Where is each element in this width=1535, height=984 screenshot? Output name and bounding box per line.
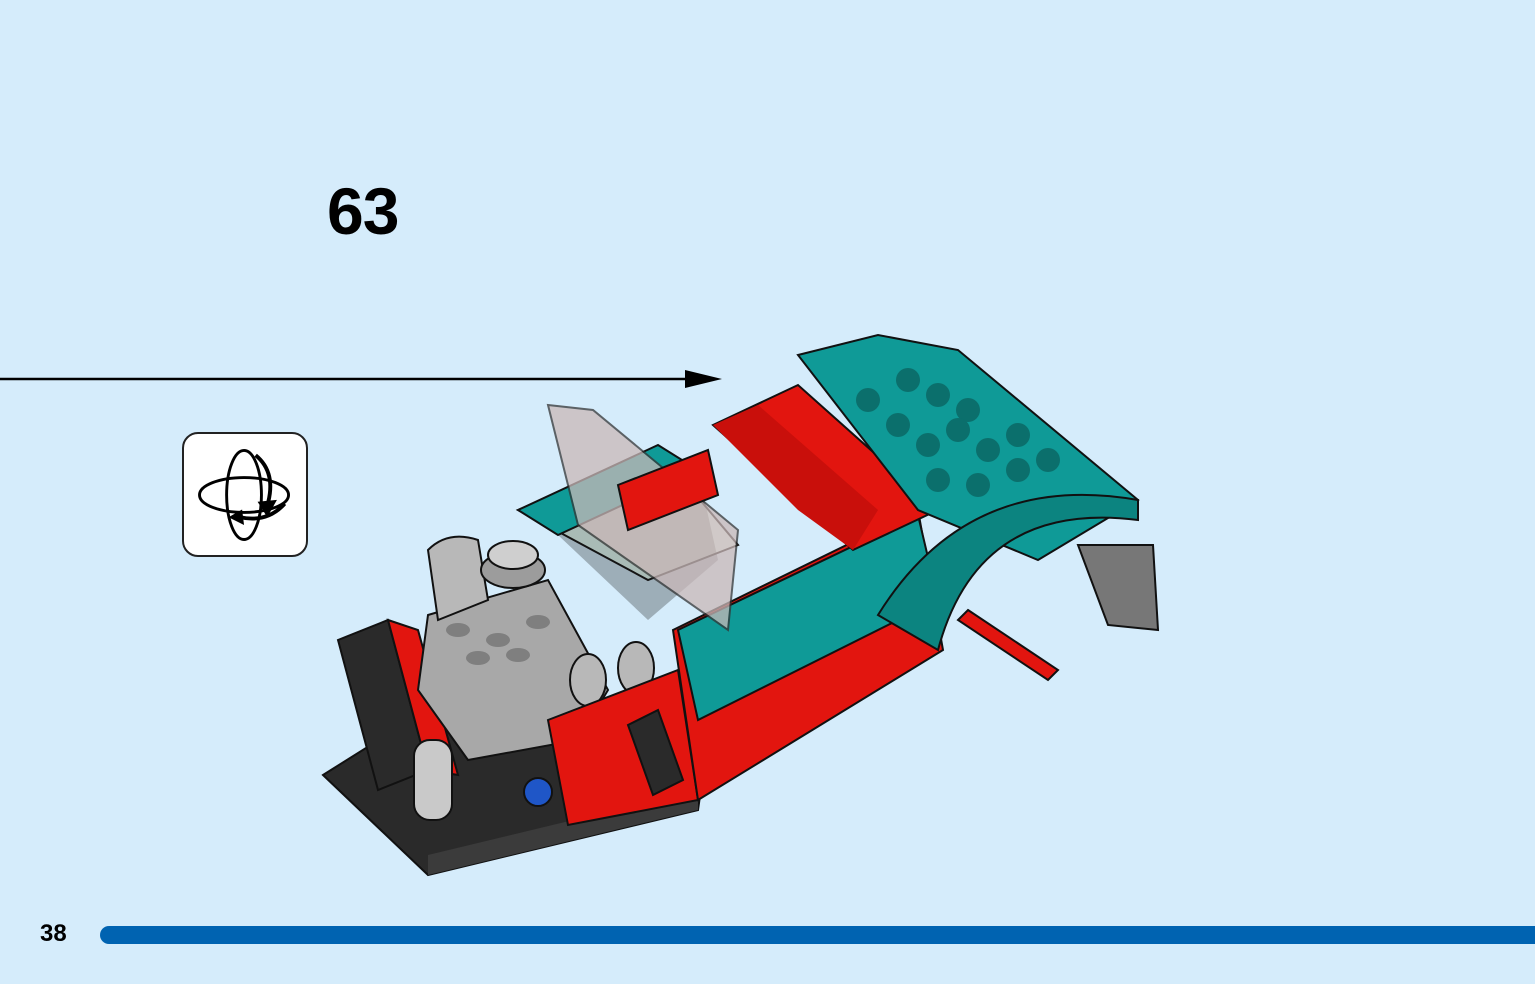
placement-arrow-icon bbox=[0, 370, 722, 388]
step-number: 63 bbox=[327, 174, 399, 248]
page-number: 38 bbox=[40, 920, 67, 947]
vehicle-model-illustration bbox=[321, 333, 1160, 877]
progress-bar bbox=[100, 926, 1535, 944]
rotate-model-icon bbox=[182, 432, 308, 557]
